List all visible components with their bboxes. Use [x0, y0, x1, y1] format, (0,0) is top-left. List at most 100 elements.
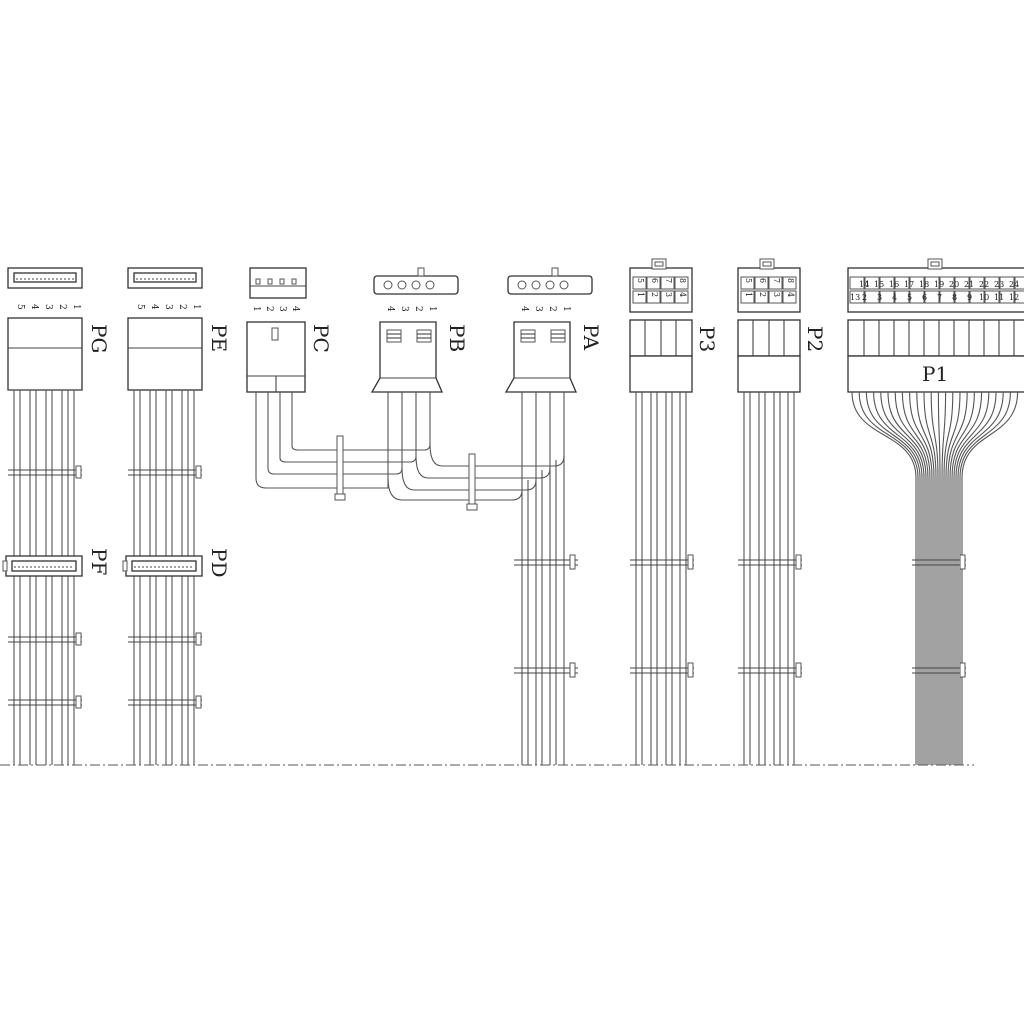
- p3-pin-6: 6: [650, 278, 659, 283]
- pg-pin-numbers: 1 2 3 4 5: [15, 304, 81, 310]
- p2-pin-5: 5: [744, 278, 753, 283]
- p1-pin-20: 20: [949, 280, 959, 289]
- p1-pin-4: 4: [892, 293, 897, 302]
- pa-pin-2: 2: [547, 306, 557, 312]
- p1-cable-ties: [912, 554, 966, 678]
- p2-label: P2: [803, 326, 827, 352]
- pa-pin-numbers: 1 2 3 4: [519, 306, 571, 312]
- pb-pin-numbers: 1 2 3 4: [385, 306, 437, 312]
- pg-cable-ties: [8, 465, 82, 709]
- pe-pin-5: 5: [135, 304, 145, 310]
- p2-pin-7: 7: [772, 278, 781, 283]
- pb-pin-4: 4: [385, 306, 395, 312]
- p1-pin-21: 21: [964, 280, 974, 289]
- p2-pin-numbers: 8 7 6 5 4 3 2 1: [744, 278, 795, 297]
- pa-connector-top-view: [507, 267, 593, 295]
- p1-pin-17: 17: [904, 280, 914, 289]
- p1-pin-5: 5: [907, 293, 912, 302]
- p3-pin-2: 2: [650, 292, 659, 297]
- p1-pin-2: 2: [862, 293, 867, 302]
- p1-connector-top-view: [847, 258, 1024, 313]
- p3-wires: [635, 392, 687, 765]
- p3-connector-top-view: [629, 258, 693, 313]
- pc-pin-3: 3: [277, 306, 287, 312]
- p2-cable-ties: [738, 554, 802, 678]
- pe-pin-4: 4: [149, 304, 159, 310]
- pe-connector-body: [127, 317, 203, 391]
- p1-pin-11: 11: [994, 293, 1004, 302]
- pb-connector-top-view: [373, 267, 459, 295]
- pf-label: PF: [87, 548, 111, 575]
- p1-pin-18: 18: [919, 280, 929, 289]
- pb-label: PB: [445, 324, 469, 352]
- p3-pin-1: 1: [636, 292, 645, 297]
- p2-pin-8: 8: [786, 278, 795, 283]
- p1-pin-24: 24: [1009, 280, 1019, 289]
- p1-pin-16: 16: [889, 280, 899, 289]
- p1-pin-9: 9: [967, 293, 972, 302]
- pe-cable-ties: [128, 465, 202, 709]
- p2-wires: [743, 392, 795, 765]
- peripheral-chain-wires: [255, 392, 565, 765]
- p1-pin-1: 1: [865, 280, 870, 289]
- pb-connector-body: [370, 321, 443, 393]
- pg-pin-4: 4: [29, 304, 39, 310]
- pa-pin-1: 1: [561, 306, 571, 312]
- p3-pin-4: 4: [678, 292, 687, 297]
- p1-pin-12: 12: [1009, 293, 1019, 302]
- p3-pin-7: 7: [664, 278, 673, 283]
- pd-inline-connector: [122, 555, 203, 577]
- eps-cable-p3: 8 7 6 5 4 3 2 1 P3: [629, 258, 719, 765]
- p1-pin-numbers: 24 23 22 21 20 19 18 17 16 15 14 13 12 1…: [850, 280, 1019, 302]
- pa-pin-3: 3: [533, 306, 543, 312]
- pe-pin-1: 1: [191, 304, 201, 310]
- pg-wires: [13, 390, 75, 765]
- p1-wires: [851, 391, 1019, 765]
- pg-pin-2: 2: [57, 304, 67, 310]
- p1-pin-10: 10: [979, 293, 989, 302]
- pc-pin-1: 1: [251, 306, 261, 312]
- peripheral-cable-pc-pb-pa: 1 2 3 4 PC 1 2 3 4: [246, 267, 603, 765]
- p2-connector-body: [737, 319, 801, 393]
- p1-pin-14: 14: [859, 280, 869, 289]
- p1-label: P1: [922, 362, 948, 386]
- p1-pin-19: 19: [934, 280, 944, 289]
- pa-label: PA: [579, 324, 603, 351]
- sata-cable-pg-pf: 1 2 3 4 5 PG: [2, 267, 111, 765]
- p1-pin-23: 23: [994, 280, 1004, 289]
- pb-pin-3: 3: [399, 306, 409, 312]
- pe-pin-3: 3: [163, 304, 173, 310]
- p3-label: P3: [695, 326, 719, 352]
- p1-pin-13: 13: [850, 293, 860, 302]
- peripheral-cable-ties: [334, 435, 578, 678]
- p2-pin-3: 3: [772, 292, 781, 297]
- pe-pin-2: 2: [177, 304, 187, 310]
- p2-pin-2: 2: [758, 292, 767, 297]
- pg-pin-1: 1: [71, 304, 81, 310]
- p2-pin-6: 6: [758, 278, 767, 283]
- pd-label: PD: [207, 548, 231, 578]
- pe-wires: [133, 390, 195, 765]
- p2-connector-top-view: [737, 258, 801, 313]
- p3-pin-8: 8: [678, 278, 687, 283]
- p1-pin-3: 3: [877, 293, 882, 302]
- p2-pin-4: 4: [786, 292, 795, 297]
- pc-pin-2: 2: [264, 306, 274, 312]
- atx-cable-p1: 24 23 22 21 20 19 18 17 16 15 14 13 12 1…: [847, 258, 1024, 765]
- pb-pin-2: 2: [413, 306, 423, 312]
- p1-pin-8: 8: [952, 293, 957, 302]
- p3-pin-numbers: 8 7 6 5 4 3 2 1: [636, 278, 687, 297]
- eps-cable-p2: 8 7 6 5 4 3 2 1 P2: [737, 258, 827, 765]
- sata-cable-pe-pd: 1 2 3 4 5 PE: [122, 267, 231, 765]
- pc-label: PC: [309, 324, 333, 353]
- pe-label: PE: [207, 324, 231, 352]
- pa-pin-4: 4: [519, 306, 529, 312]
- p1-connector-body: [847, 319, 1024, 393]
- pe-pin-numbers: 1 2 3 4 5: [135, 304, 201, 310]
- pf-inline-connector: [2, 555, 83, 577]
- p1-pin-22: 22: [979, 280, 989, 289]
- pc-connector-body: [246, 321, 306, 393]
- pg-label: PG: [87, 324, 111, 353]
- p2-pin-1: 1: [744, 292, 753, 297]
